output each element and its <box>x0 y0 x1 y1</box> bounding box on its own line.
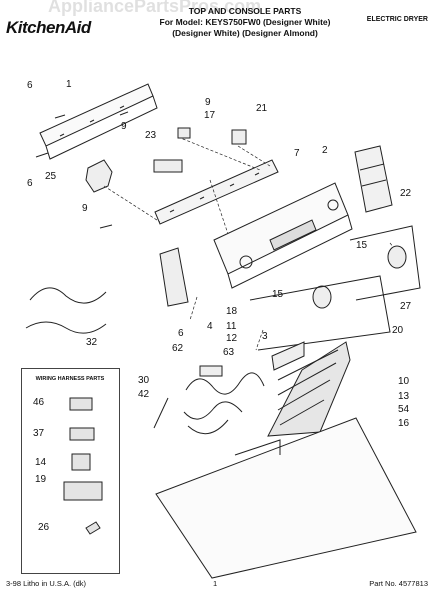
callout-20: 20 <box>392 325 404 336</box>
wh-item-26: 26 <box>38 522 50 533</box>
footer-part-number: Part No. 4577813 <box>369 579 428 588</box>
callout-9-top: 9 <box>205 97 211 108</box>
part-17 <box>177 127 191 139</box>
callout-11: 11 <box>226 321 237 332</box>
callout-30: 30 <box>138 375 150 386</box>
probe-part-42 <box>153 397 169 429</box>
callout-6-top: 6 <box>27 80 33 91</box>
wiring-harness-box <box>21 368 120 574</box>
callout-2: 2 <box>322 145 328 156</box>
callout-6-left: 6 <box>27 178 33 189</box>
callout-23: 23 <box>145 130 157 141</box>
switch-part <box>85 159 113 193</box>
connector-icon <box>63 481 103 501</box>
wh-item-14: 14 <box>35 457 47 468</box>
wh-item-37: 37 <box>33 428 45 439</box>
callout-7: 7 <box>294 148 300 159</box>
brand-logo: KitchenAid <box>6 18 91 37</box>
connector-icon <box>69 427 95 441</box>
part-21 <box>231 129 247 145</box>
screw-part <box>35 111 129 229</box>
callout-18: 18 <box>226 306 238 317</box>
callout-21: 21 <box>256 103 268 114</box>
title-line-1: TOP AND CONSOLE PARTS <box>188 6 302 16</box>
terminal-icon <box>85 521 101 535</box>
connector-icon <box>71 453 91 471</box>
end-cap-part <box>354 145 393 213</box>
title-line-3: (Designer White) (Designer Almond) <box>172 28 318 38</box>
title-line-2: For Model: KEYS750FW0 (Designer White) <box>159 17 331 27</box>
watermark-text: AppliancePartsPros.com <box>48 0 262 16</box>
callout-42: 42 <box>138 389 150 400</box>
callout-6-mid: 6 <box>178 328 184 339</box>
wh-item-46: 46 <box>33 397 45 408</box>
callout-9-mid: 9 <box>121 121 127 132</box>
callout-15-right: 15 <box>356 240 368 251</box>
callout-17: 17 <box>204 110 216 121</box>
callout-15-mid: 15 <box>272 289 284 300</box>
callout-4: 4 <box>207 321 213 332</box>
callout-62: 62 <box>172 343 184 354</box>
callout-25: 25 <box>45 171 57 182</box>
panel-part-12 <box>271 341 305 371</box>
callout-12: 12 <box>226 333 238 344</box>
callout-10: 10 <box>398 376 410 387</box>
callout-16: 16 <box>398 418 410 429</box>
knob-part <box>312 245 407 309</box>
side-bracket-part <box>159 247 189 307</box>
callout-63: 63 <box>223 347 235 358</box>
wiring-part-32 <box>25 287 107 334</box>
page-title: TOP AND CONSOLE PARTS For Model: KEYS750… <box>140 6 350 39</box>
callout-22: 22 <box>400 188 412 199</box>
harness-part-63 <box>183 372 265 435</box>
footer-page-number: 1 <box>213 579 218 588</box>
top-panel-part <box>155 417 417 579</box>
part-62 <box>199 365 223 377</box>
callout-32: 32 <box>86 337 98 348</box>
callout-13: 13 <box>398 391 410 402</box>
part-23 <box>153 159 183 173</box>
connector-icon <box>69 397 93 411</box>
console-panel-part <box>213 182 353 289</box>
product-type: ELECTRIC DRYER <box>366 16 428 23</box>
wh-item-19: 19 <box>35 474 47 485</box>
callout-1: 1 <box>66 79 72 90</box>
top-vent-part <box>267 341 351 437</box>
callout-27: 27 <box>400 301 412 312</box>
footer-print-info: 3-98 Litho in U.S.A. (dk) <box>6 579 87 588</box>
rear-bracket-part <box>39 83 158 160</box>
callout-54: 54 <box>398 404 410 415</box>
callout-3: 3 <box>262 331 268 342</box>
callout-9-low: 9 <box>82 203 88 214</box>
wiring-harness-title: WIRING HARNESS PARTS <box>35 376 105 382</box>
console-rail-part <box>154 159 279 225</box>
